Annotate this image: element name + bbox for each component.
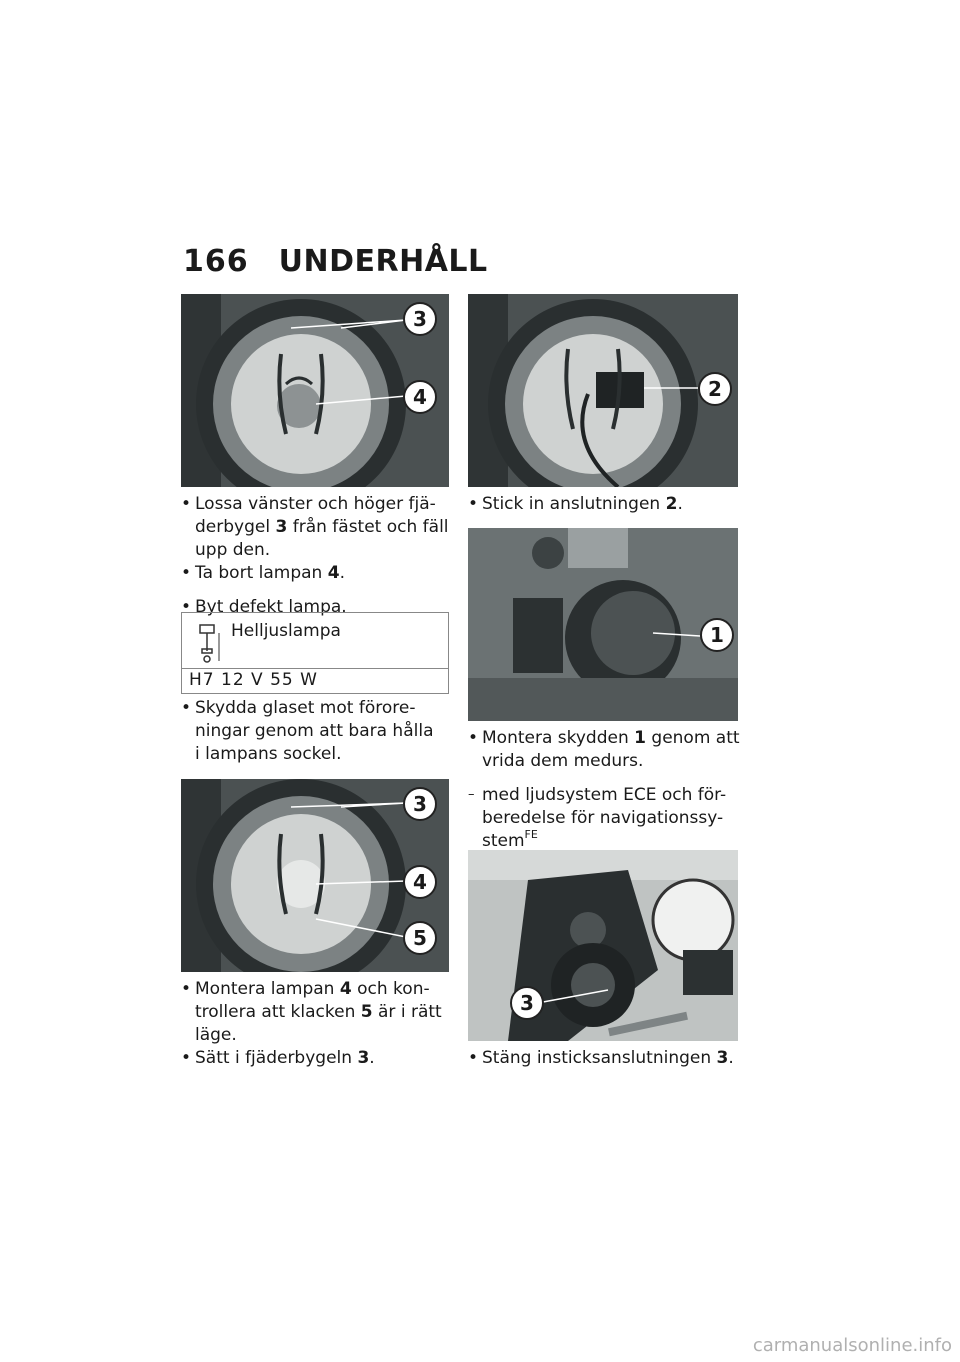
figure-bulb-mount: 3 4 5 bbox=[181, 779, 449, 972]
step-mount-bulb: Montera lampan 4 och kon- trollera att k… bbox=[181, 978, 453, 1047]
callout-4: 4 bbox=[403, 380, 437, 414]
step-insert-clip: Sätt i fjäderbygeln 3. bbox=[181, 1047, 453, 1070]
callout-1: 1 bbox=[700, 618, 734, 652]
left-steps-block-3: Montera lampan 4 och kon- trollera att k… bbox=[181, 978, 453, 1070]
spec-label: Helljuslampa bbox=[231, 621, 341, 641]
left-steps-block-1: Lossa vänster och höger fjä- derbygel 3 … bbox=[181, 493, 453, 619]
step-close-plug: Stäng insticksanslutningen 3. bbox=[468, 1047, 740, 1070]
step-remove-bulb: Ta bort lampan 4. bbox=[181, 562, 453, 585]
watermark: carmanualsonline.info bbox=[752, 1335, 952, 1356]
callout-3: 3 bbox=[403, 302, 437, 336]
condition-audio-nav: med ljudsystem ECE och för- beredelse fö… bbox=[468, 783, 740, 853]
step-protect-glass: Skydda glaset mot förore- ningar genom a… bbox=[181, 697, 453, 766]
right-steps-block-2: Montera skydden 1 genom att vrida dem me… bbox=[468, 727, 740, 853]
bulb-icon bbox=[199, 624, 220, 663]
figure-headlight-spring-clip: 3 4 bbox=[181, 294, 449, 487]
callout-2: 2 bbox=[698, 372, 732, 406]
right-steps-block-1: Stick in anslutningen 2. bbox=[468, 493, 740, 516]
step-insert-connector: Stick in anslutningen 2. bbox=[468, 493, 740, 516]
figure-plug-connection: 3 bbox=[468, 850, 738, 1041]
figure-cover: 1 bbox=[468, 528, 738, 721]
callout-3: 3 bbox=[510, 986, 544, 1020]
callout-3: 3 bbox=[403, 787, 437, 821]
right-steps-block-3: Stäng insticksanslutningen 3. bbox=[468, 1047, 740, 1070]
bulb-spec-table: Helljuslampa H7 12 V 55 W bbox=[181, 612, 449, 694]
callout-5: 5 bbox=[403, 921, 437, 955]
step-mount-cover: Montera skydden 1 genom att vrida dem me… bbox=[468, 727, 740, 773]
spec-header-row: Helljuslampa bbox=[182, 613, 448, 669]
page-title: UNDERHÅLL bbox=[278, 244, 488, 279]
step-loosen-clips: Lossa vänster och höger fjä- derbygel 3 … bbox=[181, 493, 453, 562]
page-header: 166 UNDERHÅLL bbox=[183, 244, 488, 284]
left-steps-block-2: Skydda glaset mot förore- ningar genom a… bbox=[181, 697, 453, 766]
spec-value: H7 12 V 55 W bbox=[189, 670, 318, 690]
figure-connector: 2 bbox=[468, 294, 738, 487]
callout-4: 4 bbox=[403, 865, 437, 899]
page-number: 166 bbox=[183, 244, 249, 279]
